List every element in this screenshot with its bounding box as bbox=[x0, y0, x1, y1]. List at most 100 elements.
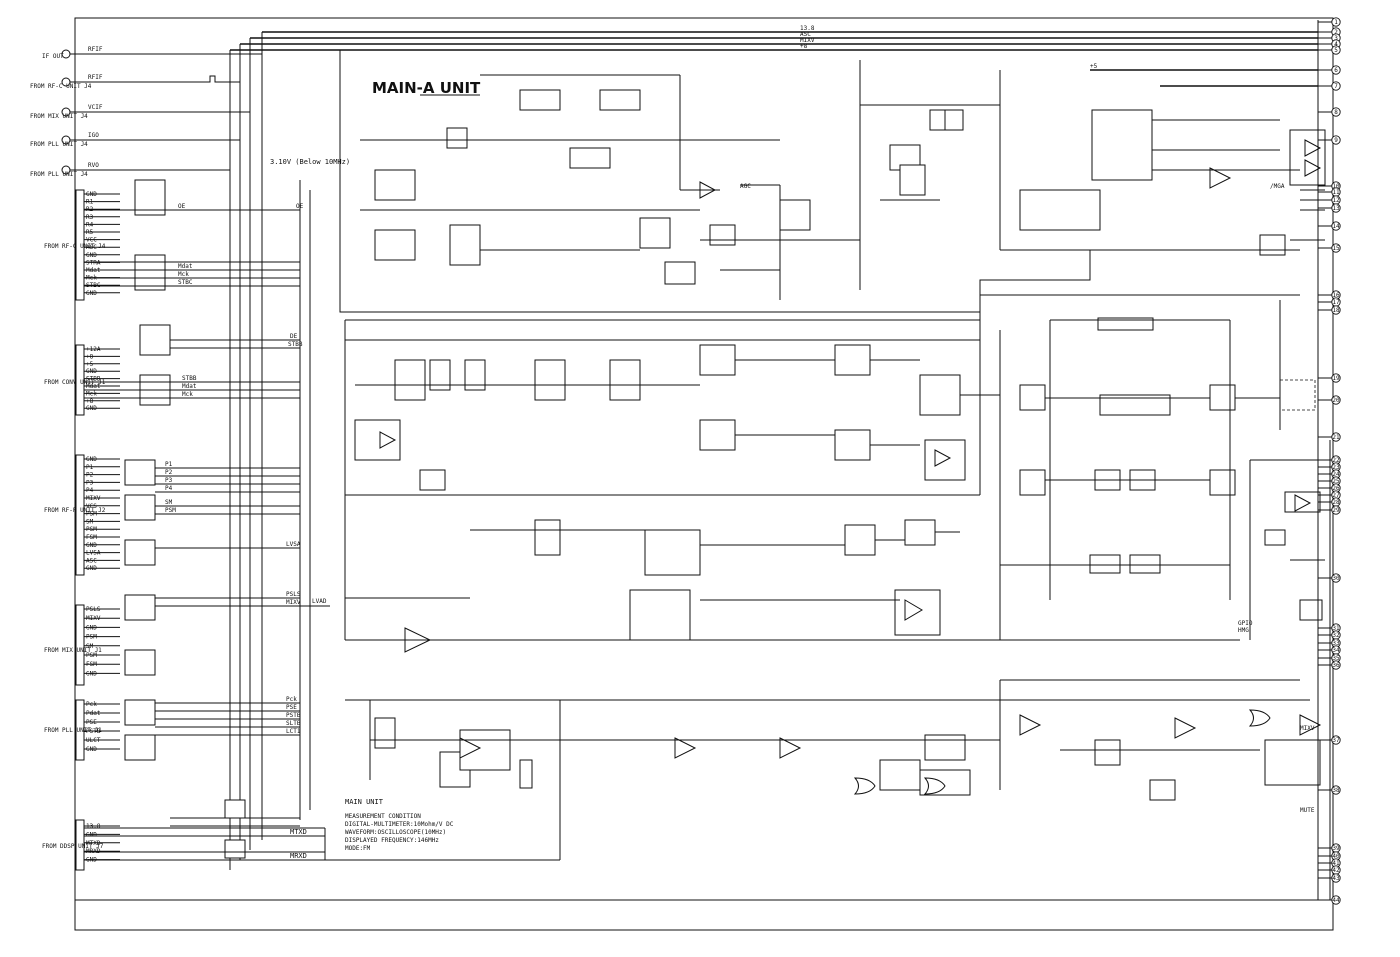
top-rail-buses bbox=[230, 31, 1318, 87]
connector-pin-label: MIXV bbox=[86, 495, 101, 502]
signal-oe: OE bbox=[178, 203, 186, 210]
rail-label-5v: +5 bbox=[1090, 63, 1098, 70]
header-j5-label: FROM CONV UNIT J1 bbox=[44, 379, 106, 386]
signal-gpio: MUTE bbox=[1300, 807, 1315, 814]
signal-lvsa: LVSA bbox=[286, 541, 301, 548]
terminal-number: 3 bbox=[1334, 35, 1338, 42]
lvad-signal-label: LVAD bbox=[312, 598, 327, 605]
terminal-number: 11 bbox=[1332, 189, 1340, 196]
terminal-number: 19 bbox=[1332, 375, 1340, 382]
terminal-number: 32 bbox=[1332, 632, 1340, 639]
connector-pin-label: GND bbox=[86, 565, 97, 572]
connector-circle-icon bbox=[61, 77, 71, 87]
connector-pin-label: GND bbox=[86, 456, 97, 463]
connector-pin-label: Pck bbox=[86, 701, 97, 708]
agc-bias-label: 3.10V (Below 10MHz) bbox=[270, 158, 350, 166]
connector-pin-label: R2 bbox=[86, 206, 94, 213]
connector-pin-label: GND bbox=[86, 368, 97, 375]
connector-pin-label: P1 bbox=[86, 464, 94, 471]
ddsp-section bbox=[84, 700, 561, 861]
connector-pin-label: R5 bbox=[86, 229, 94, 236]
terminal-number: 27 bbox=[1332, 492, 1340, 499]
rail-label-mixv: MIXV bbox=[800, 37, 815, 44]
mrxd-signal-label: MRXD bbox=[290, 852, 307, 860]
connector-pin-label: MTXD bbox=[86, 840, 101, 847]
terminal-number: 16 bbox=[1332, 292, 1340, 299]
terminal-number: 6 bbox=[1334, 67, 1338, 74]
signal-pstb: PSTB bbox=[286, 712, 301, 719]
connector-pin-label: +8 bbox=[86, 353, 94, 360]
left-trunk-lines bbox=[229, 32, 311, 870]
connector-pin-label: GND bbox=[86, 252, 97, 259]
mga-signal-label: /MGA bbox=[1270, 183, 1285, 190]
connector-pin-label: STBC bbox=[86, 282, 101, 289]
mtxd-signal-label: MTXD bbox=[290, 828, 307, 836]
signal-p2: P2 bbox=[165, 469, 173, 476]
connector-pin-label: STRA bbox=[86, 259, 101, 266]
signal-p1: P1 bbox=[165, 461, 173, 468]
connector-pin-label: GND bbox=[86, 670, 97, 677]
terminal-number: 20 bbox=[1332, 397, 1340, 404]
connector-pin-label: Mck bbox=[86, 275, 97, 282]
connector-pin-labels: GNDR1R2R3R4R5VCCASCGNDSTRAMdatMckSTBCGND… bbox=[86, 191, 101, 864]
pll-ic-section bbox=[999, 70, 1326, 256]
terminal-number: 33 bbox=[1332, 640, 1340, 647]
mode-filter-section bbox=[999, 300, 1316, 641]
connector-pin-label: R1 bbox=[86, 199, 94, 206]
connector-pin-label: GND bbox=[86, 542, 97, 549]
signal-psm: PSM bbox=[165, 507, 176, 514]
signal-psls: PSLS bbox=[286, 591, 301, 598]
terminal-number: 14 bbox=[1332, 223, 1340, 230]
header-j8-label: FROM MIX UNIT J1 bbox=[44, 647, 102, 654]
connector-pll-label: FROM PLL UNIT J4 bbox=[30, 141, 88, 148]
header-j3-label: FROM RF-C UNIT J4 bbox=[44, 243, 106, 250]
connector-pin-label: MRXD bbox=[86, 848, 101, 855]
measurement-line-4: DISPLAYED FREQUENCY:146MHz bbox=[345, 837, 439, 844]
connector-pin-label: +8 bbox=[86, 398, 94, 405]
audio-section bbox=[345, 627, 1322, 801]
third-row-section bbox=[345, 519, 1000, 641]
connector-circle-icon bbox=[61, 165, 71, 175]
terminal-number: 13 bbox=[1332, 205, 1340, 212]
terminal-number: 31 bbox=[1332, 625, 1340, 632]
signal-stbb: STBB bbox=[288, 341, 303, 348]
signal-mdat-2: Mdat bbox=[182, 383, 197, 390]
terminal-number: 36 bbox=[1332, 662, 1340, 669]
terminal-number: 29 bbox=[1332, 507, 1340, 514]
connector-pin-label: ASC bbox=[86, 244, 97, 251]
terminal-number: 25 bbox=[1332, 478, 1340, 485]
connector-pin-label: PSM bbox=[86, 652, 97, 659]
connector-circle-icon bbox=[61, 107, 71, 117]
terminal-number: 9 bbox=[1334, 137, 1338, 144]
if-amplifier-section bbox=[360, 60, 1000, 300]
header-j1-label: FROM PLL UNIT J1 bbox=[44, 727, 102, 734]
connector-pin-label: GND bbox=[86, 831, 97, 838]
terminal-number: 39 bbox=[1332, 845, 1340, 852]
signal-pck: Pck bbox=[286, 696, 297, 703]
signal-pse: PSE bbox=[286, 704, 297, 711]
terminal-number: 24 bbox=[1332, 471, 1340, 478]
measurement-line-1: MEASUREMENT CONDITION bbox=[345, 813, 421, 820]
terminal-number: 1 bbox=[1334, 19, 1338, 26]
connector-pin-label: PSM bbox=[86, 511, 97, 518]
mid-if-strip bbox=[345, 320, 1000, 496]
signal-hmg: GPIO bbox=[1238, 620, 1253, 627]
connector-pin-label: PSLS bbox=[86, 606, 101, 613]
connector-pin-label: PSTB bbox=[86, 728, 101, 735]
terminal-number: 34 bbox=[1332, 647, 1340, 654]
terminal-number: 12 bbox=[1332, 197, 1340, 204]
connector-pin-label: Mdat bbox=[86, 383, 101, 390]
connector-pin-label: P2 bbox=[86, 472, 94, 479]
connector-pin-label: PSM bbox=[86, 526, 97, 533]
terminal-number: 4 bbox=[1334, 41, 1338, 48]
rail-label-asc: ASC bbox=[800, 31, 811, 38]
connector-pin-label: SM bbox=[86, 518, 94, 525]
terminal-number: 8 bbox=[1334, 109, 1338, 116]
terminal-number: 15 bbox=[1332, 245, 1340, 252]
connector-pin-label: VCC bbox=[86, 237, 97, 244]
terminal-number: 26 bbox=[1332, 485, 1340, 492]
connector-pin-label: +5 bbox=[86, 361, 94, 368]
connector-pll-signal: IGO bbox=[88, 132, 99, 139]
